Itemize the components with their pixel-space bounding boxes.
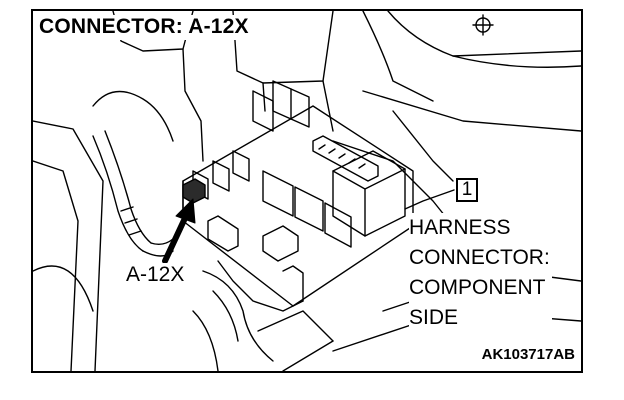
diagram-title: CONNECTOR: A-12X: [37, 15, 254, 40]
diagram-frame: CONNECTOR: A-12X A-12X 1 HARNESS CONNECT…: [31, 9, 583, 373]
connector-label: A-12X: [124, 263, 187, 287]
figure-code: AK103717AB: [481, 346, 575, 363]
lower-components: [192, 270, 334, 371]
pointer-arrow: [162, 198, 196, 264]
harness-description: HARNESS CONNECTOR: COMPONENT SIDE: [409, 213, 552, 333]
relay-fuse-block: [182, 80, 414, 312]
callout-leader: [404, 189, 455, 210]
harness-line: CONNECTOR:: [409, 246, 550, 269]
connector-a12x-shape: [182, 178, 206, 204]
wiring-harness: [92, 130, 174, 257]
harness-line: SIDE: [409, 306, 459, 329]
harness-line: COMPONENT: [409, 276, 546, 299]
harness-line: HARNESS: [409, 216, 511, 239]
callout-number-box: 1: [456, 178, 478, 202]
